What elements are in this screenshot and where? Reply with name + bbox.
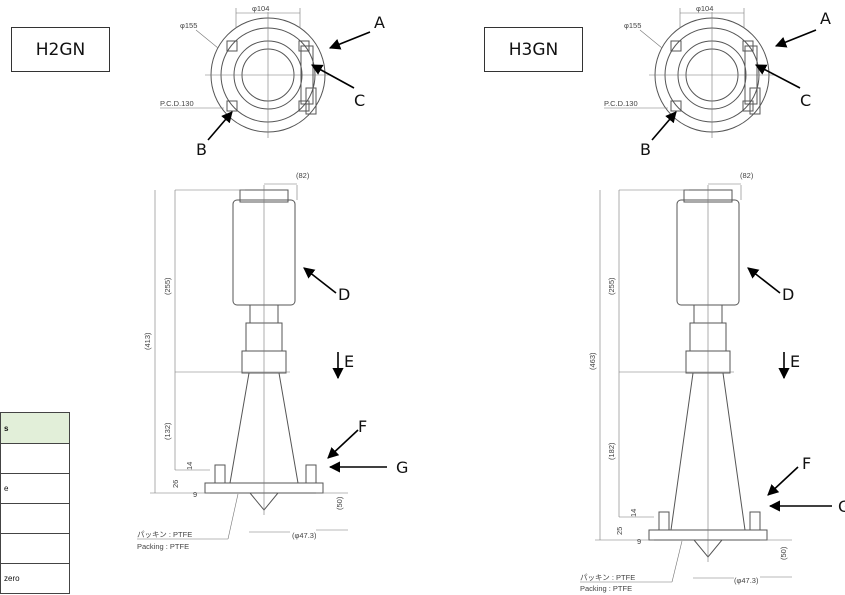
- h2gn-top-view: φ104 φ155 P.C.D.130: [160, 4, 331, 138]
- top-pcd-dim: P.C.D.130: [160, 99, 194, 108]
- h3gn-callout-d: D: [782, 285, 794, 304]
- h2gn-nozzle-dim: (50): [335, 496, 344, 510]
- h3gn-callout-c: C: [800, 91, 811, 110]
- h3gn-callout-e: E: [790, 352, 800, 371]
- h2gn-lower-dim: (132): [163, 422, 172, 440]
- h3gn-nozzle-dim: (50): [779, 546, 788, 560]
- h3gn-flange-dim: 25: [615, 527, 624, 535]
- partial-spec-table: s e zero: [0, 412, 70, 594]
- h3gn-top-pcd-dim: P.C.D.130: [604, 99, 638, 108]
- h3gn-callout-b: B: [640, 140, 651, 159]
- table-cell: [0, 443, 70, 474]
- h3gn-drawing: φ104 φ155 P.C.D.130: [580, 4, 845, 593]
- h2gn-callout-d: D: [338, 285, 350, 304]
- h3gn-overall-dim: (463): [588, 352, 597, 370]
- h3gn-horn-dim: (φ47.3): [734, 576, 759, 585]
- h2gn-model-label: H2GN: [11, 27, 110, 72]
- h2gn-overall-dim: (413): [143, 332, 152, 350]
- h2gn-callout-b: B: [196, 140, 207, 159]
- h3gn-model-label: H3GN: [484, 27, 583, 72]
- h2gn-callout-f: F: [358, 417, 367, 436]
- h2gn-drawing: φ104 φ155 P.C.D.130: [137, 4, 408, 551]
- h2gn-bolt-dim: 14: [185, 462, 194, 470]
- h2gn-horn-dim: (φ47.3): [292, 531, 317, 540]
- h3gn-side-view: (82) (463) (255) (182) 25 14 9 (50) (φ47…: [580, 171, 792, 593]
- h3gn-top-view: φ104 φ155 P.C.D.130: [604, 4, 775, 138]
- table-header-cell: s: [0, 412, 70, 444]
- h3gn-callout-a: A: [820, 9, 831, 28]
- h2gn-callout-g: G: [396, 458, 408, 477]
- h2gn-flange-dim: 26: [171, 480, 180, 488]
- h3gn-lower-dim: (182): [607, 442, 616, 460]
- table-cell: zero: [0, 563, 70, 594]
- h3gn-callout-f: F: [802, 454, 811, 473]
- h2gn-callout-e: E: [344, 352, 354, 371]
- h3gn-bolt-dim: 14: [629, 509, 638, 517]
- top-width-dim: φ104: [252, 4, 269, 13]
- h3gn-packing-en: Packing : PTFE: [580, 584, 632, 593]
- h3gn-top-diameter-dim: φ155: [624, 21, 641, 30]
- h3gn-housing-dim: (255): [607, 277, 616, 295]
- h2gn-plate-dim: 9: [193, 490, 197, 499]
- h2gn-head-offset-dim: (82): [296, 171, 310, 180]
- h2gn-packing-jp: パッキン : PTFE: [137, 530, 192, 539]
- table-cell: [0, 533, 70, 564]
- h3gn-packing-jp: パッキン : PTFE: [580, 573, 635, 582]
- h3gn-head-offset-dim: (82): [740, 171, 754, 180]
- h3gn-top-width-dim: φ104: [696, 4, 713, 13]
- table-cell: e: [0, 473, 70, 504]
- h2gn-callout-a: A: [374, 13, 385, 32]
- h3gn-plate-dim: 9: [637, 537, 641, 546]
- h2gn-packing-en: Packing : PTFE: [137, 542, 189, 551]
- h3gn-callout-g: G: [838, 497, 845, 516]
- table-cell: [0, 503, 70, 534]
- h2gn-housing-dim: (255): [163, 277, 172, 295]
- h2gn-side-view: (82) (413) (255) (132) 26 14 9 (50) (φ47…: [137, 171, 348, 551]
- top-diameter-dim: φ155: [180, 21, 197, 30]
- h2gn-callout-c: C: [354, 91, 365, 110]
